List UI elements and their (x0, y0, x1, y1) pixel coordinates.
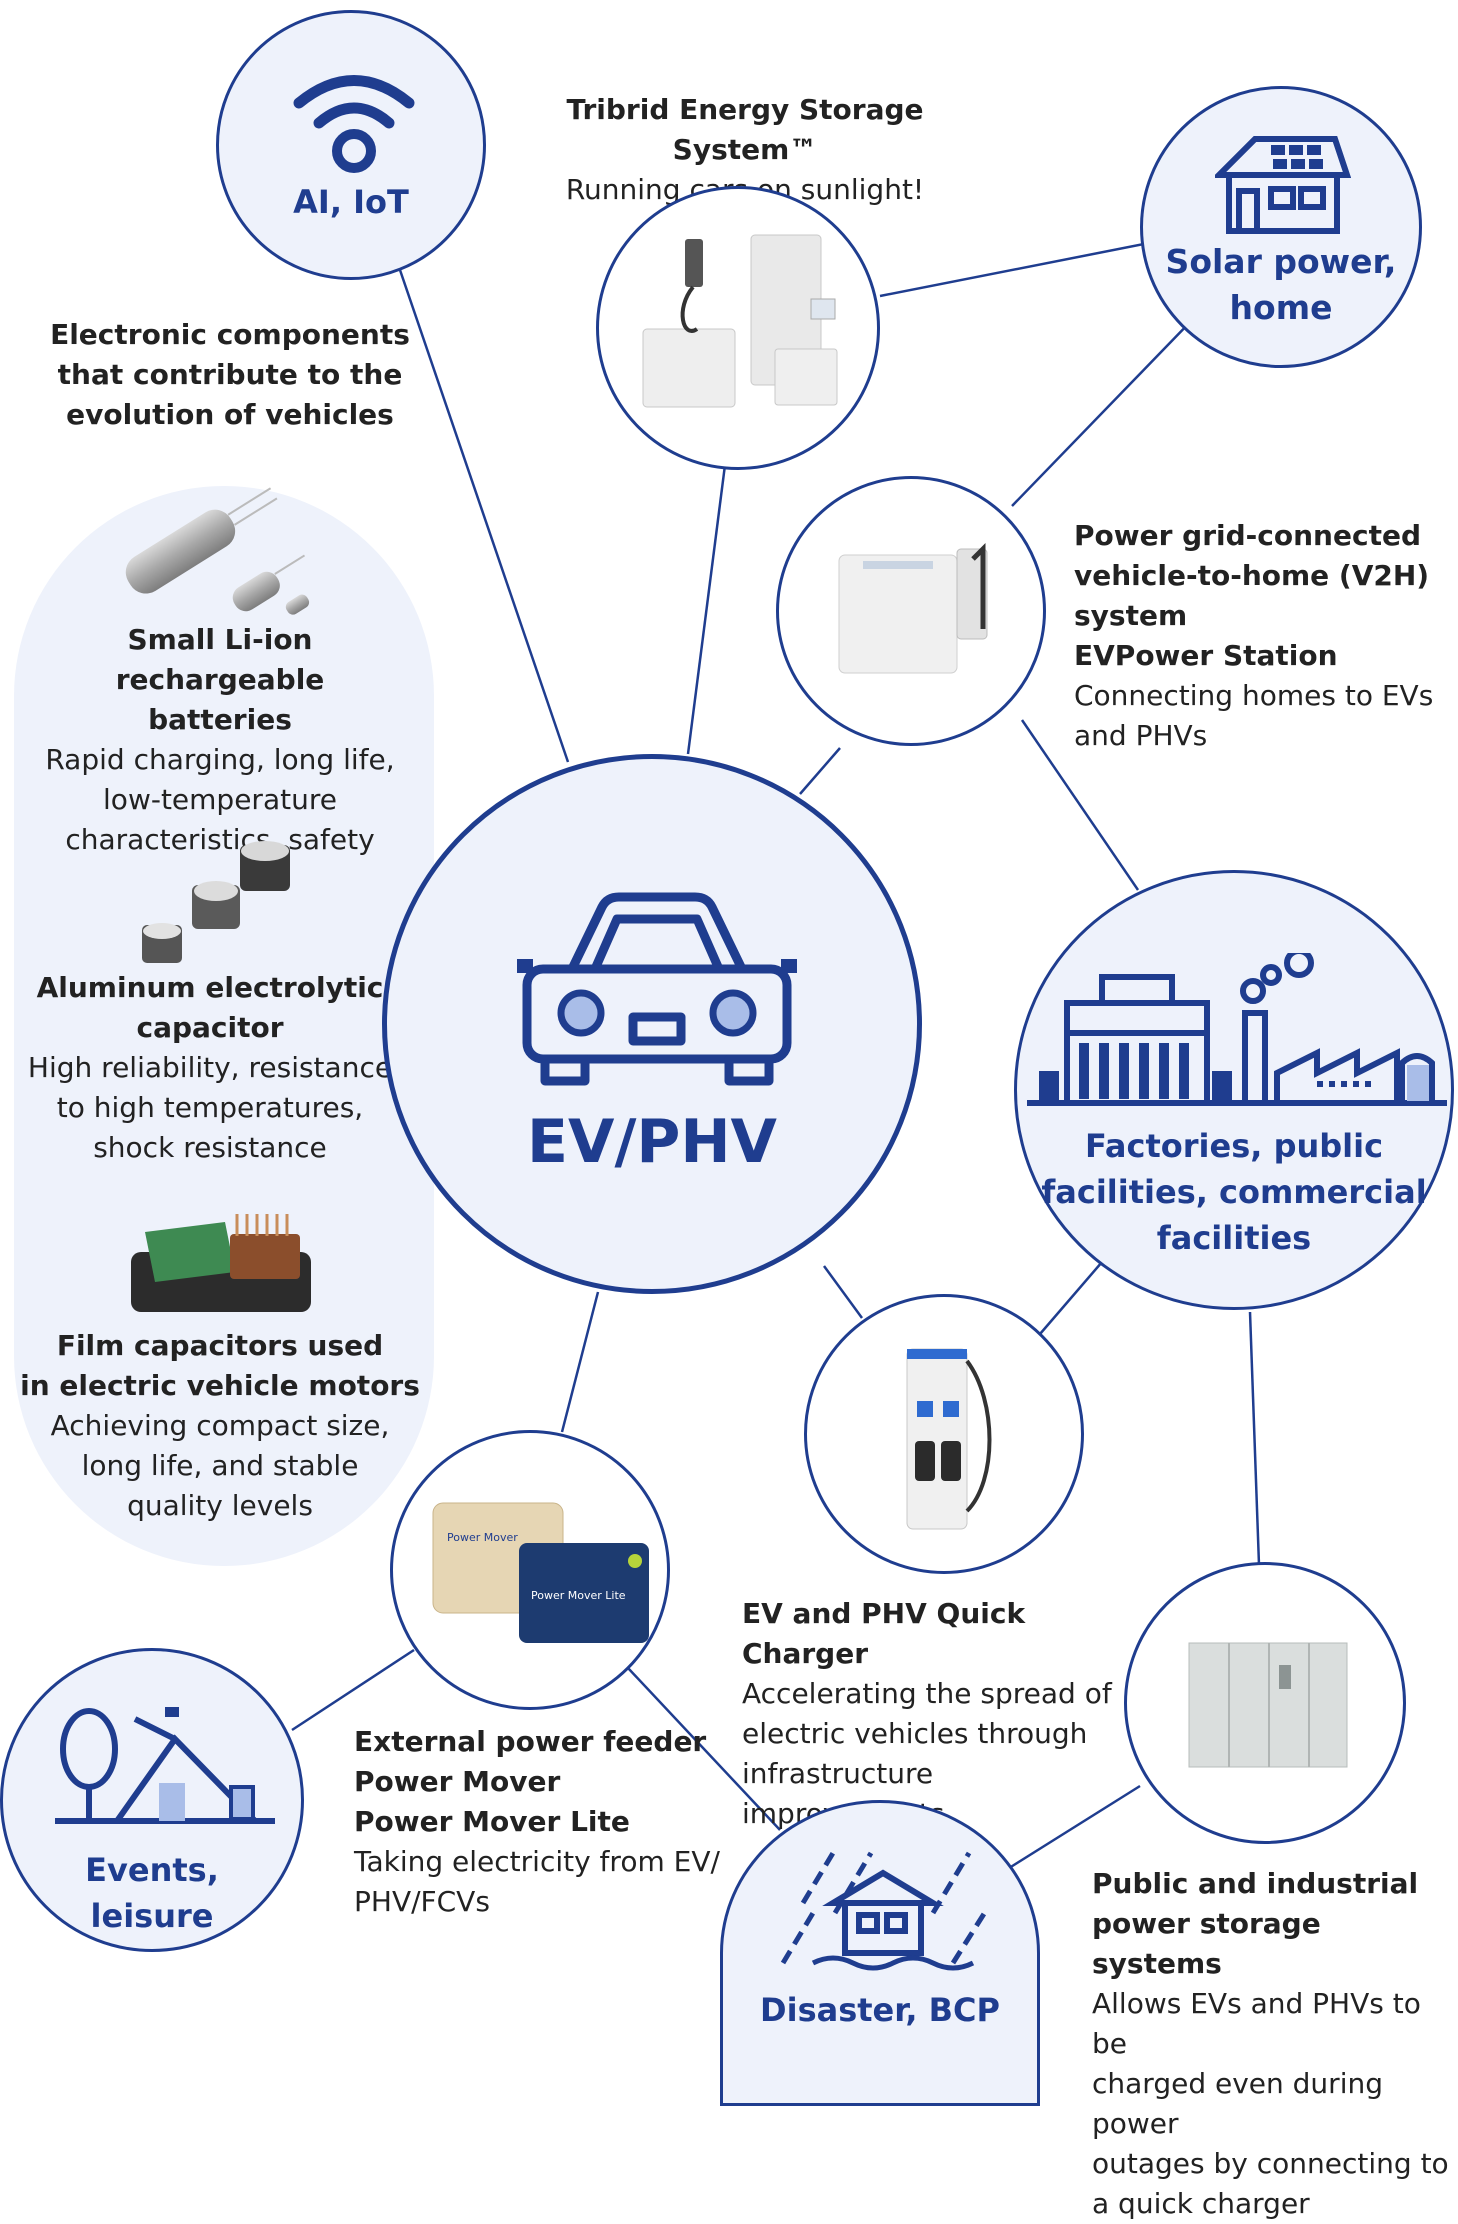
hub-solar-home-label: Solar power, home (1165, 242, 1397, 327)
link-solar-v2h (1011, 317, 1195, 507)
wifi-icon (293, 75, 415, 173)
power-mover-lite-case-label: Power Mover Lite (531, 1589, 626, 1602)
hub-events-leisure[interactable]: Events, leisure (0, 1648, 304, 1952)
link-ev-mover (560, 1291, 600, 1433)
connection-lines (291, 242, 1261, 1882)
link-mover-disaster (627, 1667, 781, 1831)
link-tribrid-ev (686, 464, 727, 755)
li-ion-batteries-image (125, 487, 310, 615)
hub-ai-iot-label: AI, IoT (293, 183, 409, 221)
product-tribrid[interactable] (596, 186, 880, 470)
hub-events-leisure-label: Events, leisure (85, 1851, 219, 1935)
product-quick-charger[interactable] (804, 1294, 1084, 1574)
rain-house-icon (780, 1851, 990, 1971)
v2h-text: Power grid-connected vehicle-to-home (V2… (1074, 519, 1434, 752)
quick-charger-text: EV and PHV Quick Charger Accelerating th… (742, 1597, 1112, 1830)
link-ai-ev (398, 269, 570, 763)
aluminum-capacitor-image (142, 841, 290, 963)
hub-ev-phv-label: EV/PHV (527, 1107, 777, 1177)
link-ev-charger (822, 1265, 864, 1319)
storage-system-image (1188, 1642, 1348, 1768)
hub-solar-home[interactable]: Solar power, home (1140, 86, 1422, 368)
link-v2h-ev (799, 747, 841, 795)
product-power-mover[interactable]: Power Mover Power Mover Lite (390, 1430, 670, 1710)
hub-disaster-bcp-label: Disaster, BCP (760, 1991, 1000, 2029)
film-capacitor-image (131, 1214, 311, 1312)
components-heading: Electronic components that contribute to… (50, 318, 410, 431)
quick-charger-image (906, 1348, 992, 1530)
solar-house-icon (1215, 136, 1351, 234)
tribrid-system-image (642, 234, 838, 408)
link-factories-charger (1039, 1261, 1103, 1335)
power-mover-text: External power feeder Power Mover Power … (354, 1725, 720, 1918)
hub-disaster-bcp[interactable]: Disaster, BCP (720, 1800, 1040, 2106)
power-mover-case-label: Power Mover (447, 1531, 518, 1544)
link-tribrid-solar (879, 242, 1145, 298)
aluminum-capacitor-text: Aluminum electrolytic capacitor High rel… (27, 971, 393, 1164)
hub-factories-label: Factories, public facilities, commercial… (1041, 1127, 1427, 1257)
hub-ev-phv[interactable]: EV/PHV (382, 754, 922, 1294)
link-factories-storage (1248, 1311, 1261, 1566)
hub-factories[interactable]: Factories, public facilities, commercial… (1014, 870, 1454, 1310)
camping-icon (55, 1707, 275, 1824)
storage-text: Public and industrial power storage syst… (1092, 1867, 1449, 2220)
components-panel (14, 486, 434, 1566)
link-storage-disaster (989, 1784, 1141, 1882)
link-v2h-factories (1020, 719, 1140, 891)
product-v2h[interactable] (776, 476, 1046, 746)
factory-buildings-icon (1027, 953, 1447, 1106)
film-capacitor-text: Film capacitors used in electric vehicle… (20, 1329, 420, 1522)
product-storage[interactable] (1124, 1562, 1406, 1844)
li-ion-batteries-text: Small Li-ion rechargeable batteries Rapi… (45, 623, 395, 856)
link-mover-events (291, 1648, 415, 1732)
car-icon (517, 892, 797, 1086)
v2h-station-image (838, 542, 988, 674)
hub-ai-iot[interactable]: AI, IoT (216, 10, 486, 280)
power-mover-image: Power Mover Power Mover Lite (432, 1502, 649, 1643)
